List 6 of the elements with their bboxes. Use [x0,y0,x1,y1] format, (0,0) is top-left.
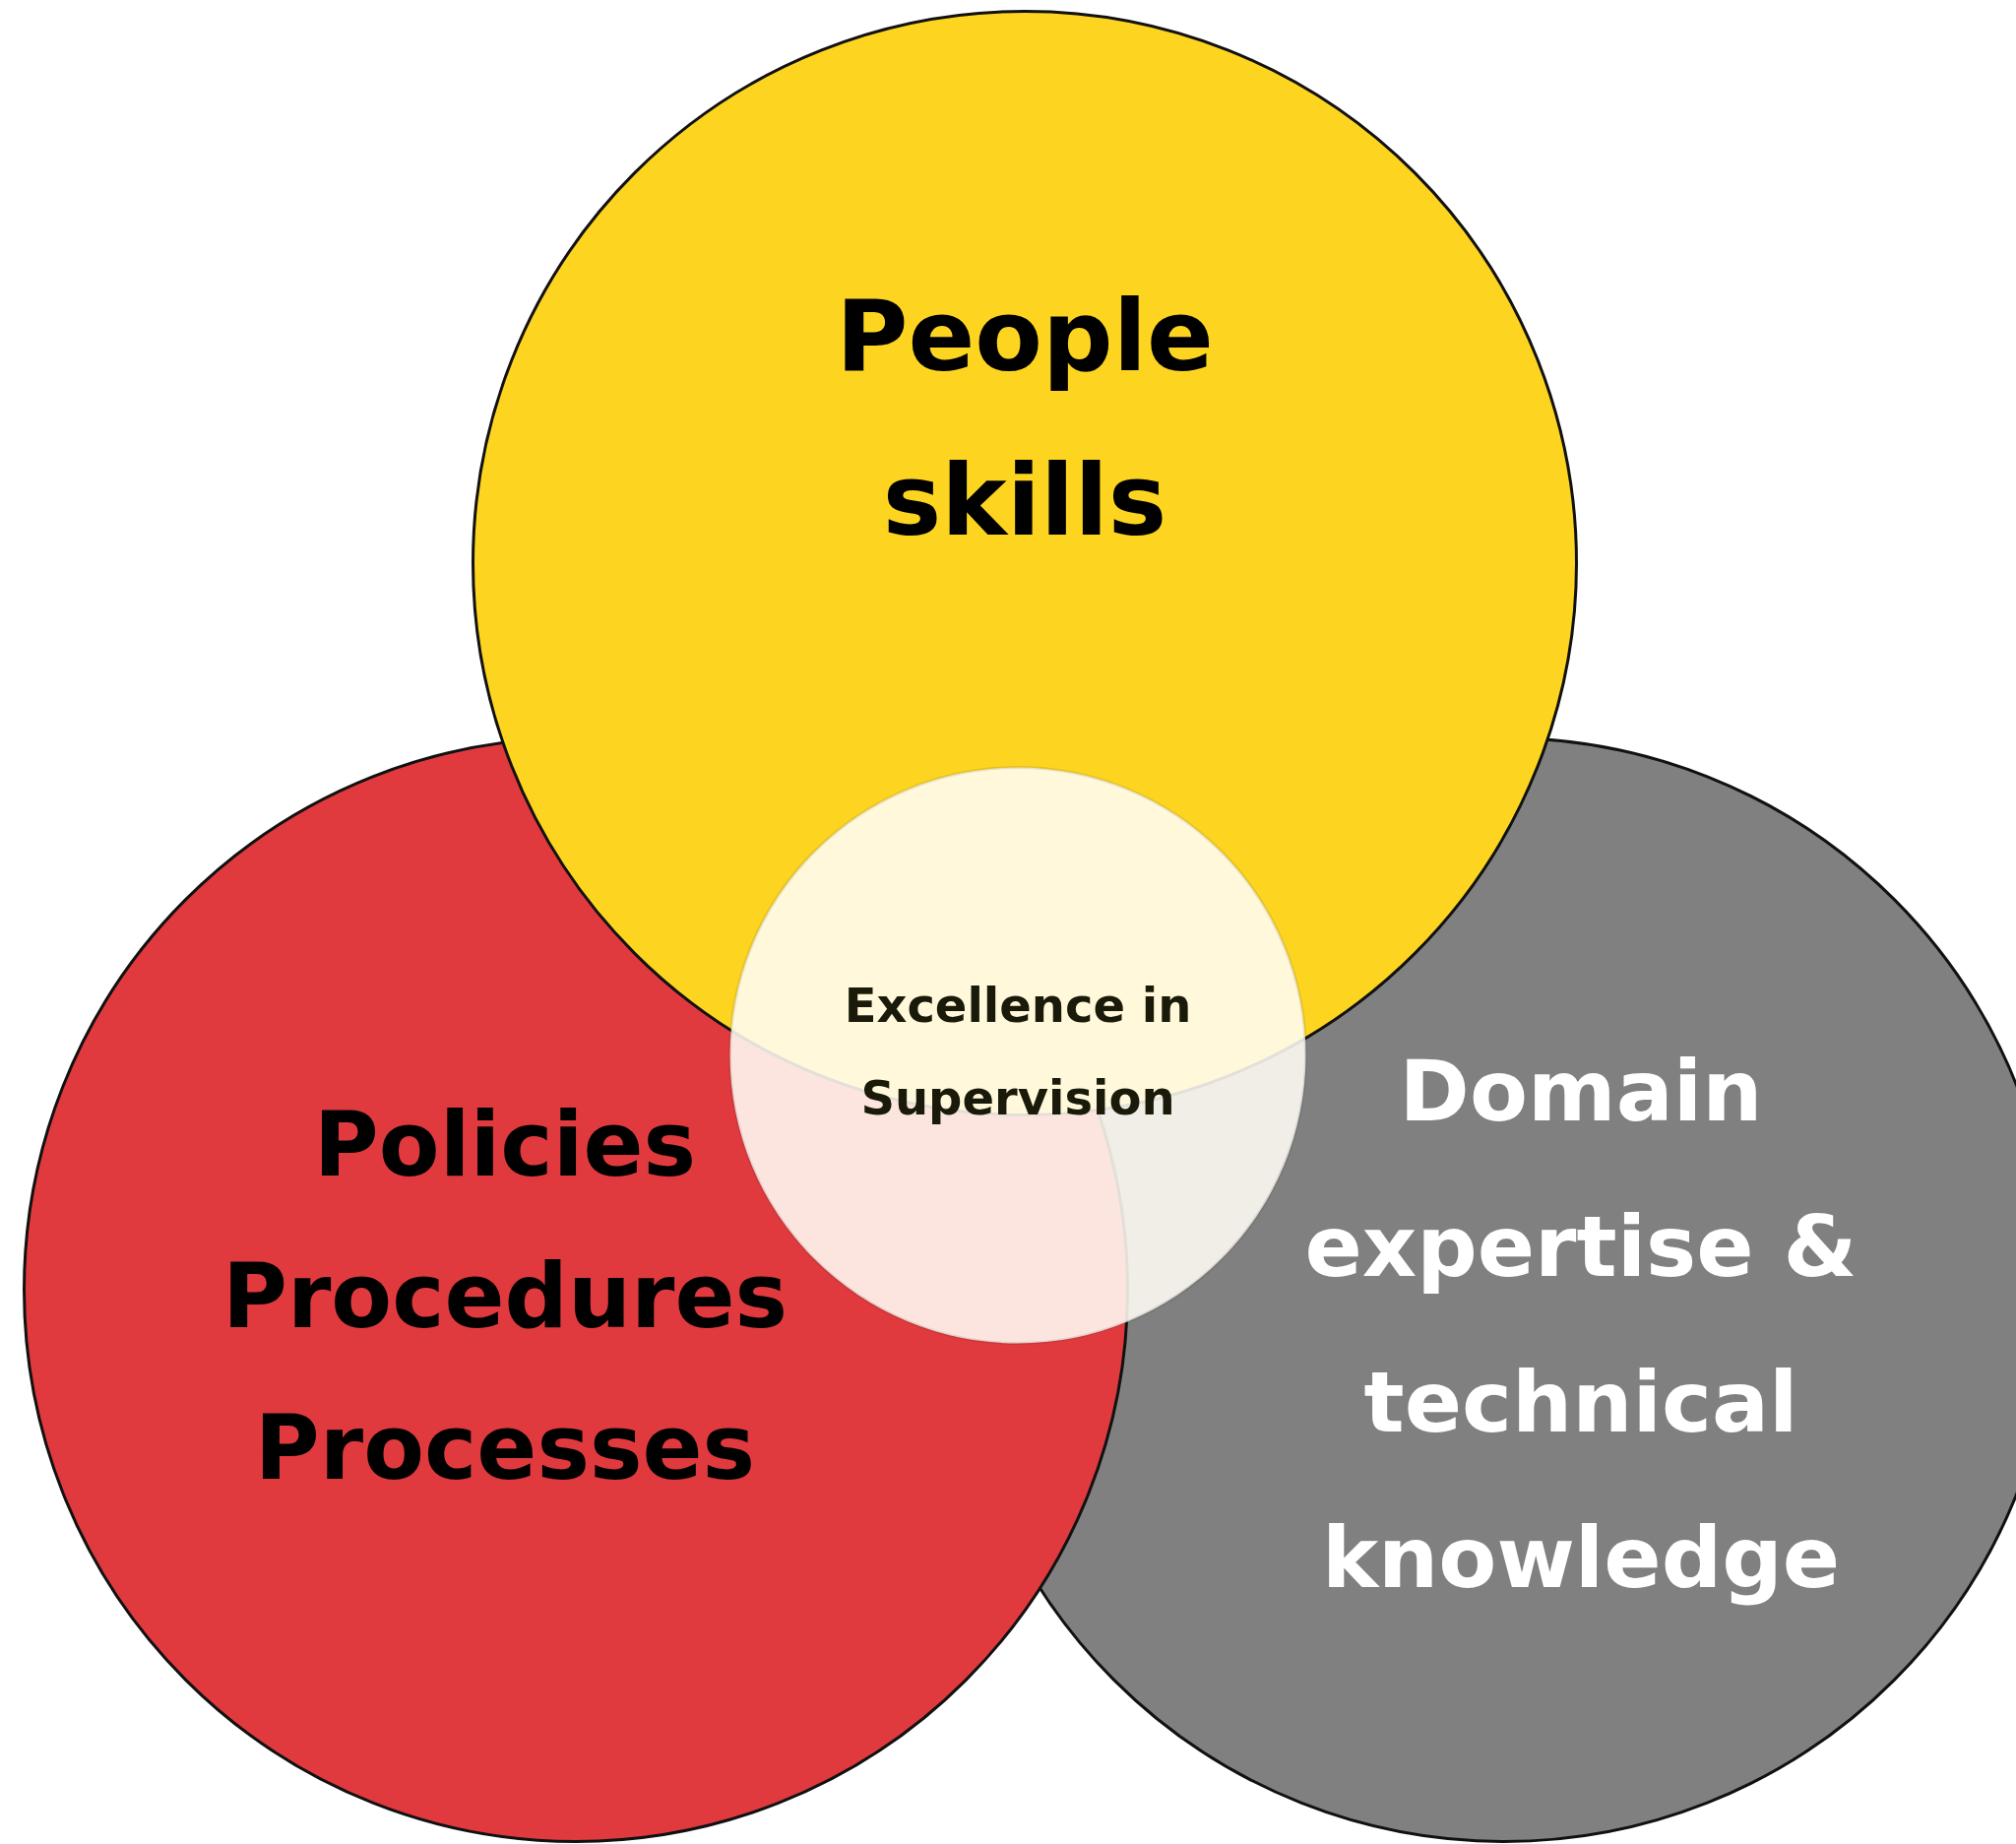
circle-label: People skills [835,278,1215,560]
circle-label: Processes [254,1395,756,1501]
circle-label: Excellence in Supervision [843,977,1193,1127]
circle-label: Domain expertise & technical knowledge [1303,1041,1858,1609]
circle-label: Policies [313,1092,697,1198]
circle-label: Procedures [221,1243,788,1350]
